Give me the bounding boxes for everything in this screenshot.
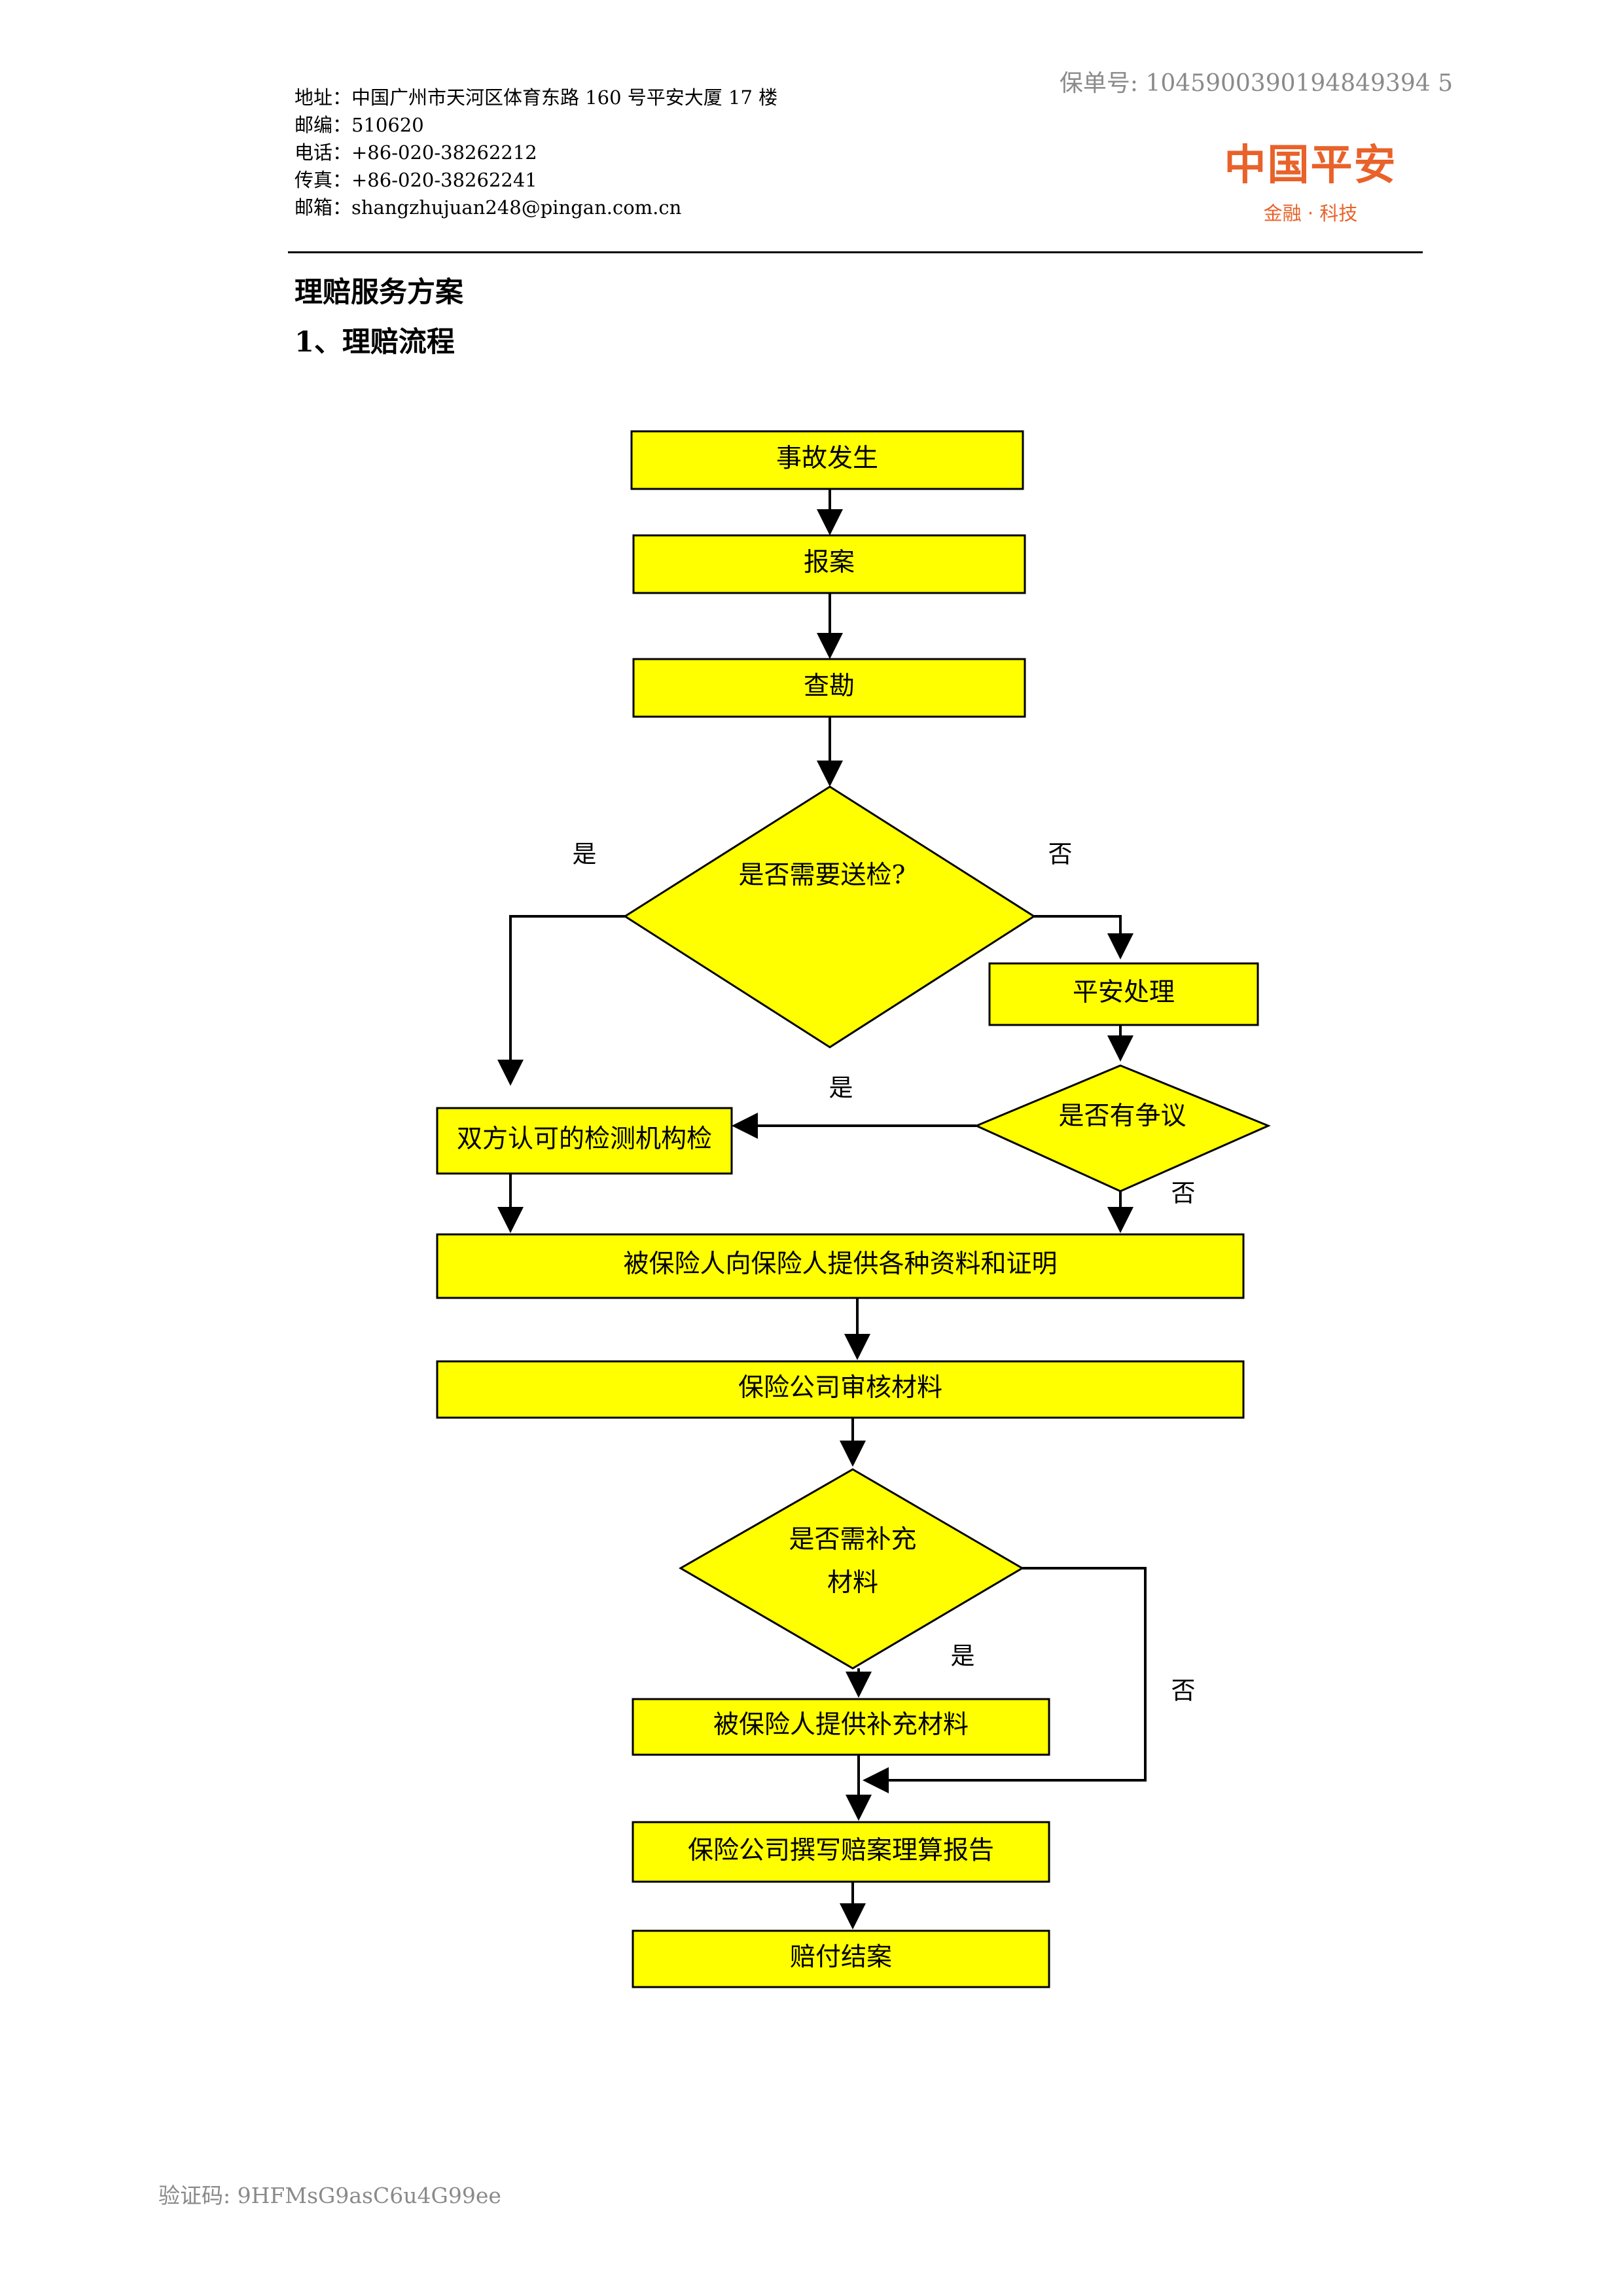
node-provide-docs-label: 被保险人向保险人提供各种资料和证明 bbox=[623, 1249, 1057, 1279]
policy-number: 保单号: 1045900390194849394 5 bbox=[1059, 70, 1453, 97]
label-more-no: 否 bbox=[1171, 1677, 1196, 1705]
contact-postcode: 邮编：510620 bbox=[294, 114, 424, 136]
node-adjust-report bbox=[632, 1821, 1050, 1883]
verification-code: 验证码: 9HFMsG9asC6u4G99ee bbox=[158, 2183, 501, 2208]
label-inspection-yes: 是 bbox=[573, 840, 597, 869]
node-need-more-label-line2: 材料 bbox=[827, 1568, 878, 1598]
node-need-more bbox=[679, 1468, 1024, 1670]
node-supplement bbox=[632, 1698, 1050, 1756]
node-survey-label: 查勘 bbox=[804, 672, 855, 701]
node-need-more-label-line1: 是否需补充 bbox=[789, 1525, 916, 1554]
node-report-label: 报案 bbox=[804, 548, 855, 577]
node-close bbox=[632, 1929, 1050, 1988]
label-more-yes: 是 bbox=[951, 1642, 975, 1670]
node-need-inspection bbox=[623, 785, 1036, 1049]
pingan-logo: 中国平安 bbox=[1224, 141, 1397, 190]
node-review bbox=[436, 1360, 1245, 1419]
node-provide-docs bbox=[436, 1233, 1245, 1299]
node-adjust-report-label: 保险公司撰写赔案理算报告 bbox=[688, 1836, 994, 1865]
node-pingan-handle-label: 平安处理 bbox=[1073, 978, 1175, 1007]
contact-fax: 传真：+86-020-38262241 bbox=[294, 169, 537, 191]
arrow-more-no bbox=[863, 1567, 1147, 1793]
node-supplement-label: 被保险人提供补充材料 bbox=[713, 1710, 969, 1740]
node-pingan-handle bbox=[988, 962, 1259, 1026]
arrow-inspection-yes bbox=[497, 915, 625, 1086]
label-dispute-yes: 是 bbox=[829, 1074, 853, 1102]
node-accident-label: 事故发生 bbox=[776, 444, 878, 473]
node-survey bbox=[632, 658, 1026, 718]
header-divider bbox=[288, 251, 1423, 253]
contact-address: 地址：中国广州市天河区体育东路 160 号平安大厦 17 楼 bbox=[294, 86, 778, 109]
node-close-label: 赔付结案 bbox=[790, 1943, 892, 1972]
arrow-inspection-no bbox=[1034, 915, 1133, 960]
label-inspection-no: 否 bbox=[1048, 840, 1073, 869]
node-dispute bbox=[974, 1064, 1271, 1193]
node-accident bbox=[630, 430, 1024, 490]
node-lab-inspection bbox=[436, 1107, 733, 1175]
node-report bbox=[632, 534, 1026, 594]
pingan-logo-tagline: 金融 · 科技 bbox=[1263, 202, 1358, 224]
document-title: 理赔服务方案 bbox=[294, 276, 463, 309]
node-need-inspection-label: 是否需要送检? bbox=[739, 861, 906, 890]
node-dispute-label: 是否有争议 bbox=[1058, 1102, 1186, 1131]
flow-connectors bbox=[497, 489, 1147, 1929]
label-dispute-no: 否 bbox=[1171, 1179, 1196, 1208]
contact-email: 邮箱：shangzhujuan248@pingan.com.cn bbox=[294, 196, 682, 219]
contact-block: 地址：中国广州市天河区体育东路 160 号平安大厦 17 楼 邮编：510620… bbox=[294, 84, 777, 221]
node-lab-inspection-label: 双方认可的检测机构检 bbox=[457, 1124, 712, 1154]
section-title: 1、理赔流程 bbox=[294, 326, 455, 359]
contact-phone: 电话：+86-020-38262212 bbox=[294, 141, 537, 164]
node-review-label: 保险公司审核材料 bbox=[738, 1373, 942, 1403]
